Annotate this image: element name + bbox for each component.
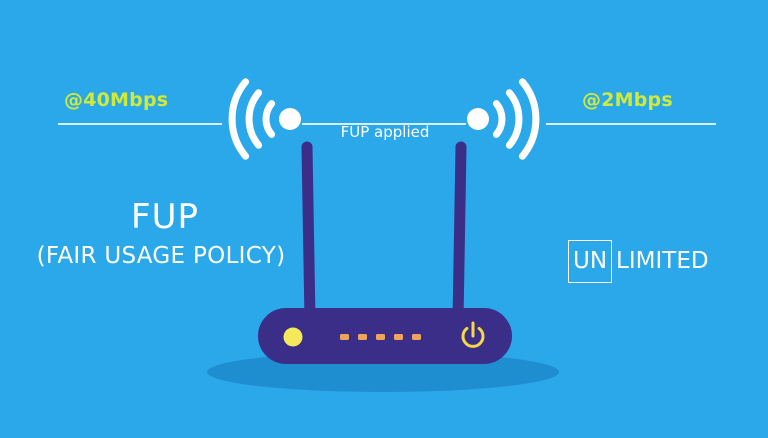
fup-applied-label: FUP applied <box>340 123 430 141</box>
router-status-leds <box>340 334 421 340</box>
router-led-yellow <box>283 327 303 347</box>
fup-subtitle: (FAIR USAGE POLICY) <box>36 243 286 269</box>
power-icon <box>461 321 485 348</box>
unlimited-prefix-box: UN <box>568 239 613 283</box>
speed-after-label: @2Mbps <box>582 89 673 111</box>
fup-title: FUP <box>131 197 199 237</box>
unlimited-label: UN LIMITED <box>568 237 709 285</box>
unlimited-suffix: LIMITED <box>616 248 709 274</box>
wifi-signal-icon <box>228 78 301 160</box>
wifi-signal-icon <box>467 78 540 160</box>
router-antenna-left <box>301 141 316 326</box>
speed-before-label: @40Mbps <box>64 89 169 111</box>
router-antenna-right <box>452 141 467 326</box>
